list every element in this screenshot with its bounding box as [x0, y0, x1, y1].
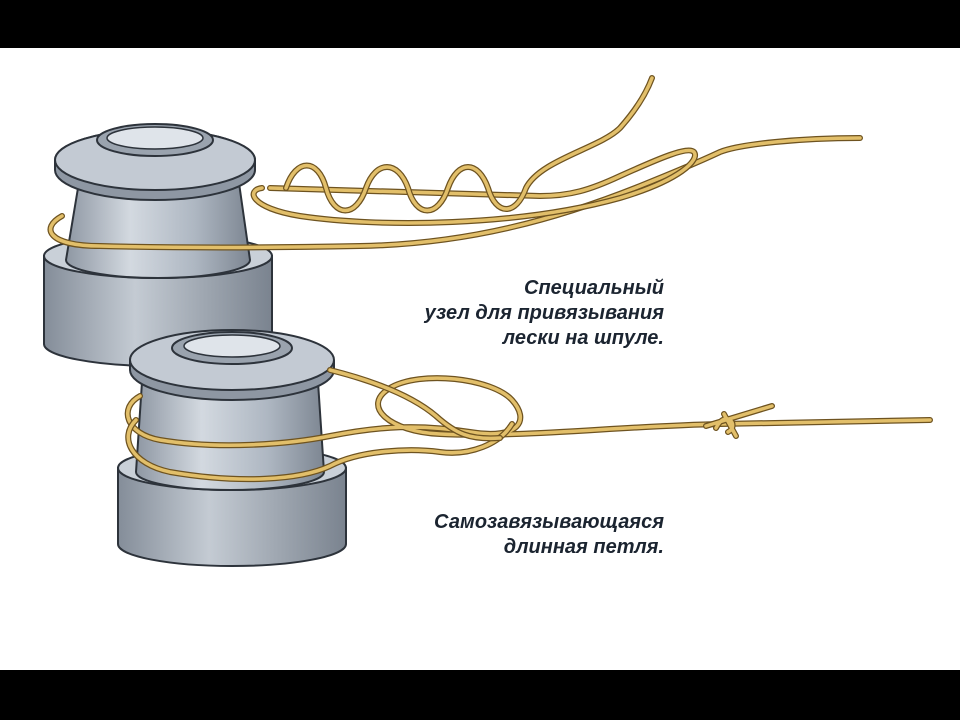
knot-2-line [124, 367, 933, 483]
spool-upper-body [64, 175, 252, 279]
caption-1-line-3: лески на шпуле. [502, 327, 664, 349]
caption-2-line-1: Самозавязывающаяся [433, 511, 664, 533]
caption-special-knot: Специальный узел для привязывания лески … [425, 276, 664, 351]
caption-1-line-1: Специальный [524, 277, 664, 299]
spool-lower-body [134, 381, 326, 491]
knot-illustration [43, 75, 933, 567]
spool-lower [117, 329, 347, 567]
caption-1-line-2: узел для привязывания [424, 302, 664, 324]
spool-upper [43, 123, 273, 367]
spool-lower-base [117, 467, 347, 567]
caption-long-loop: Самозавязывающаяся длинная петля. [434, 510, 664, 560]
caption-2-line-2: длинная петля. [503, 536, 664, 558]
knot-1-line [47, 75, 863, 251]
diagram-canvas: Специальный узел для привязывания лески … [0, 48, 960, 670]
